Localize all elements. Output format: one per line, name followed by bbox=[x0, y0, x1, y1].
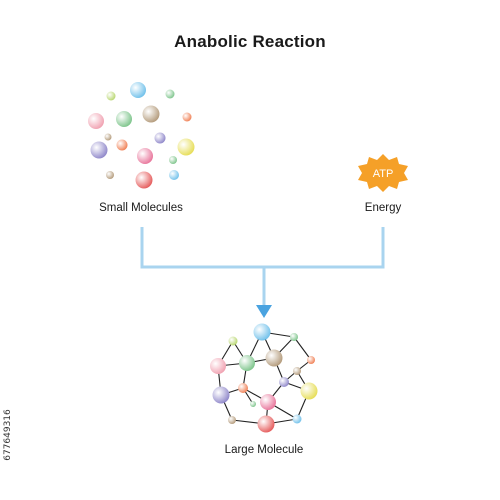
molecule-sphere bbox=[154, 132, 166, 144]
molecule-sphere bbox=[300, 382, 318, 400]
large-molecule-label: Large Molecule bbox=[224, 444, 304, 456]
molecule-sphere bbox=[228, 416, 236, 424]
molecule-sphere bbox=[130, 82, 146, 98]
large-molecule-bonds bbox=[217, 331, 312, 425]
connector-left bbox=[140, 227, 264, 269]
stock-id: 677649316 bbox=[3, 409, 13, 461]
molecule-sphere bbox=[239, 355, 255, 371]
molecule-sphere bbox=[106, 91, 116, 101]
molecule-sphere bbox=[292, 414, 302, 424]
molecule-sphere bbox=[307, 356, 315, 364]
molecule-sphere bbox=[279, 377, 289, 387]
molecule-sphere bbox=[250, 401, 256, 407]
molecule-sphere bbox=[116, 111, 132, 127]
molecule-sphere bbox=[257, 415, 275, 433]
atp-text: ATP bbox=[373, 168, 394, 180]
molecule-sphere bbox=[90, 141, 108, 159]
bond-line bbox=[293, 336, 312, 361]
molecule-sphere bbox=[238, 383, 248, 393]
molecule-sphere bbox=[293, 367, 301, 375]
molecule-sphere bbox=[106, 171, 114, 179]
molecule-sphere bbox=[182, 112, 192, 122]
molecule-sphere bbox=[165, 89, 175, 99]
molecule-sphere bbox=[142, 105, 160, 123]
molecule-sphere bbox=[137, 148, 153, 164]
connector-lines bbox=[140, 227, 385, 318]
molecule-sphere bbox=[210, 358, 226, 374]
diagram-title: Anabolic Reaction bbox=[174, 32, 326, 51]
molecule-sphere bbox=[116, 139, 128, 151]
molecule-sphere bbox=[88, 113, 104, 129]
molecule-sphere bbox=[169, 156, 177, 164]
large-molecule-atoms bbox=[210, 323, 318, 433]
molecule-sphere bbox=[253, 323, 271, 341]
molecule-sphere bbox=[169, 170, 179, 180]
molecule-sphere bbox=[265, 349, 283, 367]
molecule-sphere bbox=[290, 333, 298, 341]
atp-burst-shape bbox=[358, 154, 408, 192]
atp-energy-icon: ATP bbox=[358, 154, 408, 192]
molecule-sphere bbox=[260, 394, 276, 410]
molecule-sphere bbox=[177, 138, 195, 156]
small-molecules-cluster bbox=[88, 82, 195, 189]
small-molecules-label: Small Molecules bbox=[99, 202, 183, 214]
arrow-head-icon bbox=[256, 305, 272, 318]
molecule-sphere bbox=[212, 386, 230, 404]
molecule-sphere bbox=[228, 336, 238, 346]
connector-right bbox=[264, 227, 385, 269]
energy-label: Energy bbox=[364, 202, 402, 214]
molecule-sphere bbox=[135, 171, 153, 189]
molecule-sphere bbox=[104, 133, 112, 141]
